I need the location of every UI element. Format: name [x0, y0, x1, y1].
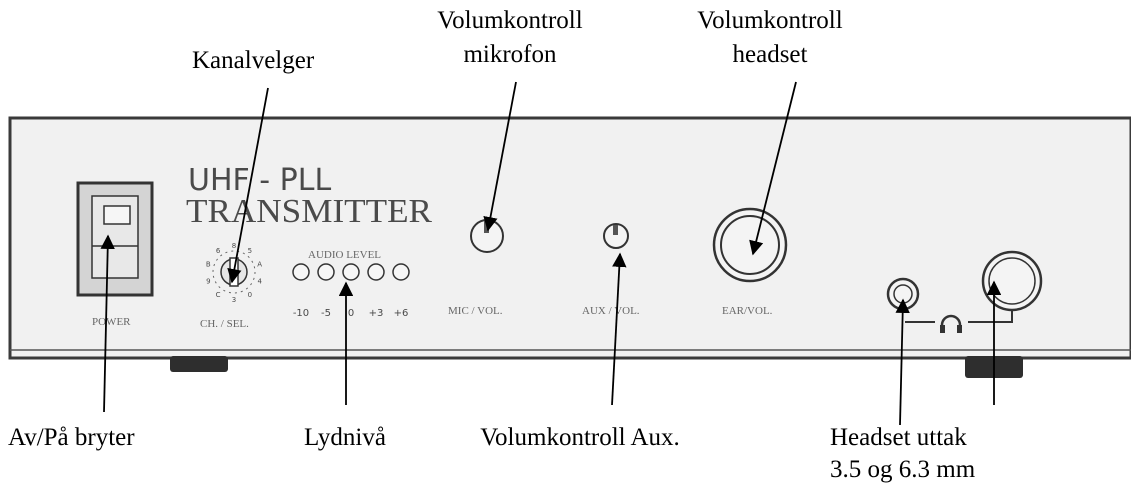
callout-mic-volume-line-1: Volumkontroll [437, 7, 583, 34]
headphone-icon [905, 310, 1013, 333]
callout-headset-volume-line-2: headset [732, 41, 808, 68]
audio-level-leds [292, 263, 410, 281]
callout-channel-selector: Kanalvelger [192, 46, 372, 76]
dial-digit: 8 [232, 242, 236, 250]
brand-line-1: UHF - PLL [188, 163, 331, 198]
headset-jack-6-3mm[interactable] [981, 250, 1043, 312]
callout-mic-volume-line-2: mikrofon [463, 41, 557, 68]
audio-level-scale-label: +3 [369, 308, 384, 319]
callout-sound-level-text: Lydnivå [304, 424, 386, 451]
audio-level-led [292, 263, 310, 281]
arrow-aux-volume [611, 252, 627, 406]
arrow-mic-volume [483, 81, 517, 232]
arrow-power-switch [100, 234, 115, 413]
audio-level-label: AUDIO LEVEL [308, 249, 381, 261]
aux-label: AUX / VOL. [582, 305, 640, 317]
audio-level-led [342, 263, 360, 281]
callout-power-switch-text: Av/På bryter [8, 424, 135, 451]
callout-headset-jack-line-2: 3.5 og 6.3 mm [830, 456, 976, 483]
dial-digit: 6 [216, 247, 221, 255]
audio-level-led [367, 263, 385, 281]
audio-level-scale-label: -5 [321, 308, 331, 319]
dial-digit: 5 [248, 247, 252, 255]
callout-headset-volume-line-1: Volumkontroll [697, 7, 843, 34]
callout-headset-jack: Headset uttak 3.5 og 6.3 mm [830, 423, 1000, 485]
dial-digit: 3 [232, 296, 236, 304]
callout-headset-volume: Volumkontroll headset [650, 6, 890, 70]
callout-mic-volume: Volumkontroll mikrofon [390, 6, 630, 70]
dial-digit: 9 [206, 277, 210, 285]
audio-level-scale: -10 -5 0 +3 +6 [293, 308, 409, 319]
brand-line-2: TRANSMITTER [186, 193, 432, 230]
ear-label: EAR/VOL. [722, 305, 773, 317]
dial-digit: B [206, 261, 211, 269]
power-switch[interactable] [76, 181, 154, 297]
mic-label: MIC / VOL. [448, 305, 503, 317]
callout-aux-volume-text: Volumkontroll Aux. [480, 424, 680, 451]
front-panel [8, 116, 1131, 360]
arrow-headset-volume [749, 81, 797, 256]
dial-digit: 0 [248, 291, 252, 299]
aux-volume-knob[interactable] [603, 223, 629, 249]
left-foot [170, 356, 228, 372]
callout-power-switch: Av/På bryter [8, 423, 208, 453]
callout-headset-jack-line-1: Headset uttak [830, 424, 967, 451]
dial-digit: 4 [257, 277, 262, 285]
arrow-headset-jack-small [895, 298, 910, 426]
headset-volume-knob[interactable] [712, 207, 788, 283]
dial-digit: C [216, 291, 221, 299]
audio-level-scale-label: +6 [394, 308, 409, 319]
arrow-channel-selector [227, 87, 269, 284]
dial-digit: A [257, 261, 262, 269]
audio-level-scale-label: -10 [293, 308, 309, 319]
mic-volume-knob[interactable] [470, 219, 504, 253]
power-label: POWER [92, 316, 131, 328]
dial-digits: 8 5A 40 3 C9 B6 [206, 242, 263, 304]
channel-label: CH. / SEL. [200, 318, 249, 330]
callout-aux-volume: Volumkontroll Aux. [440, 423, 720, 453]
audio-level-scale-label: 0 [348, 308, 354, 319]
audio-level-led [392, 263, 410, 281]
audio-level-led [317, 263, 335, 281]
callout-sound-level: Lydnivå [270, 423, 420, 453]
callout-channel-selector-text: Kanalvelger [192, 47, 315, 74]
